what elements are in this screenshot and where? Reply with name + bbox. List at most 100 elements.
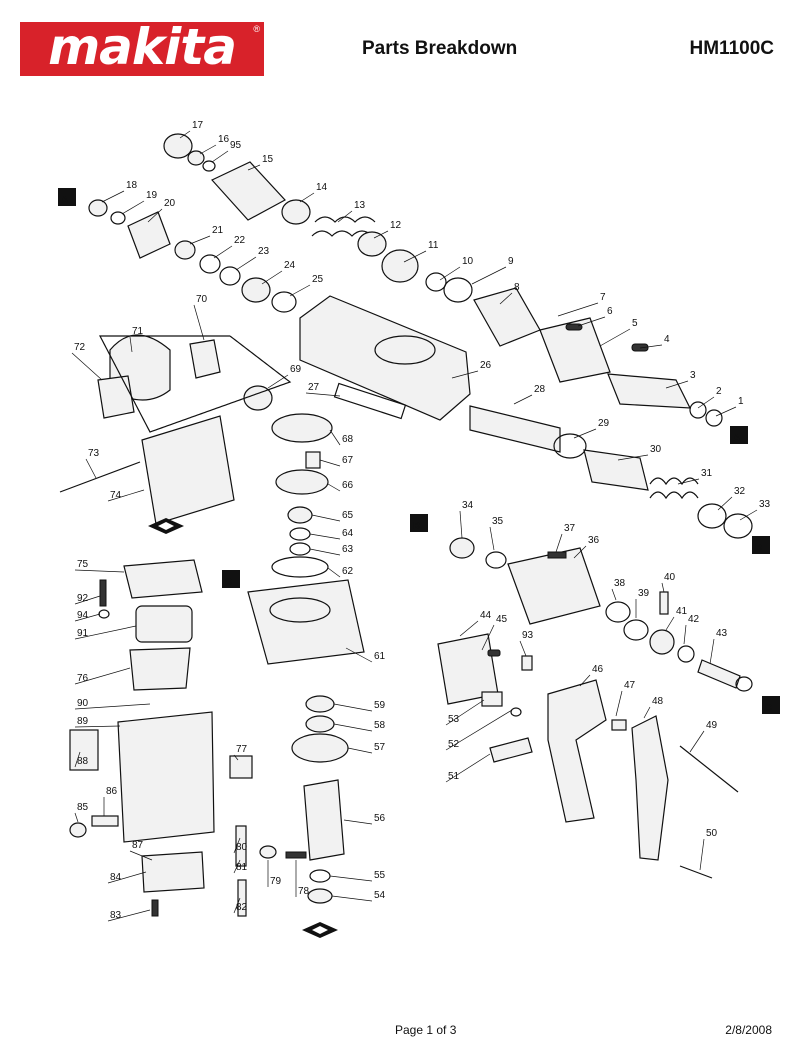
model-number: HM1100C [689,38,775,59]
svg-text:C: C [765,703,772,714]
orientation-marker-top [148,518,184,534]
leader-line-83 [107,909,151,922]
part-label-36: 36 [588,535,600,546]
leader-line-36 [573,545,587,559]
part-label-86: 86 [106,786,118,797]
part-label-18: 18 [126,180,138,191]
part-label-30: 30 [650,444,662,455]
leader-line-70 [193,304,205,341]
leader-line-61 [345,647,373,663]
part-label-26: 26 [480,360,492,371]
part-label-74: 74 [110,490,122,501]
part-label-44: 44 [480,610,492,621]
part-labels: 1234567891011121314151617181920212223242… [74,120,771,921]
part-label-49: 49 [706,720,718,731]
leader-line-44 [459,620,479,637]
gear-column-drawing [247,413,365,904]
document-date: 2/8/2008 [725,1023,772,1037]
part-label-16: 16 [218,134,230,145]
part-label-88: 88 [77,756,89,767]
part-label-13: 13 [354,200,366,211]
shaft-assembly-drawing [88,133,723,427]
leader-line-3 [665,380,689,389]
leader-line-41 [665,616,675,631]
part-label-77: 77 [236,744,248,755]
leader-line-2 [697,396,715,409]
leader-line-30 [617,454,649,461]
rear-handle-drawing [437,633,739,879]
leader-line-54 [331,895,373,902]
part-label-91: 91 [77,628,89,639]
part-label-76: 76 [77,673,89,684]
leader-line-14 [299,192,315,203]
part-label-32: 32 [734,486,746,497]
part-label-43: 43 [716,628,728,639]
part-label-81: 81 [236,862,248,873]
part-label-47: 47 [624,680,636,691]
part-label-10: 10 [462,256,474,267]
leader-line-67 [319,459,341,467]
part-label-45: 45 [496,614,508,625]
part-label-51: 51 [448,771,460,782]
part-label-87: 87 [132,840,144,851]
leader-line-71 [129,336,133,353]
leader-line-52 [445,709,513,751]
leader-line-12 [373,230,389,239]
side-handle-drawing [59,334,292,525]
part-label-15: 15 [262,154,274,165]
crank-assembly-drawing [449,537,753,692]
leader-line-55 [329,875,373,882]
part-label-78: 78 [298,886,310,897]
svg-text:A: A [61,195,68,206]
part-label-2: 2 [716,386,722,397]
leader-line-42 [683,624,687,645]
part-label-66: 66 [342,480,354,491]
leader-line-38 [611,588,617,601]
leader-line-22 [213,245,233,259]
part-label-41: 41 [676,606,688,617]
leader-line-75 [74,569,125,573]
section-tag-c-left: C [222,570,240,588]
leader-line-47 [615,690,623,717]
leader-line-62 [327,567,341,578]
part-label-64: 64 [342,528,354,539]
leader-line-31 [677,478,700,485]
part-label-89: 89 [77,716,89,727]
part-label-90: 90 [77,698,89,709]
leader-line-76 [74,667,131,685]
leader-line-46 [579,674,591,687]
part-label-92: 92 [77,593,89,604]
part-label-75: 75 [77,559,89,570]
part-label-21: 21 [212,225,224,236]
leader-line-48 [643,706,651,719]
part-label-79: 79 [270,876,282,887]
leader-line-74 [107,489,145,502]
leader-line-15 [247,164,261,171]
section-tag-a-left: A [58,188,76,206]
leader-line-7 [557,302,599,317]
part-label-62: 62 [342,566,354,577]
part-label-34: 34 [462,500,474,511]
leader-line-73 [85,458,97,479]
leader-line-49 [689,730,705,753]
leader-line-84 [107,871,147,884]
leader-line-23 [235,256,257,271]
part-label-83: 83 [110,910,122,921]
leader-lines [71,130,758,922]
part-label-39: 39 [638,588,650,599]
leader-line-37 [555,533,563,553]
leader-line-53 [445,699,485,726]
part-label-80: 80 [236,842,248,853]
part-label-6: 6 [607,306,613,317]
part-label-82: 82 [236,902,248,913]
part-label-72: 72 [74,342,86,353]
leader-line-27 [305,392,341,397]
part-label-54: 54 [374,890,386,901]
part-label-68: 68 [342,434,354,445]
leader-line-57 [347,747,373,754]
leader-line-59 [333,703,373,712]
leader-line-63 [309,548,341,556]
part-label-93: 93 [522,630,534,641]
part-label-27: 27 [308,382,320,393]
